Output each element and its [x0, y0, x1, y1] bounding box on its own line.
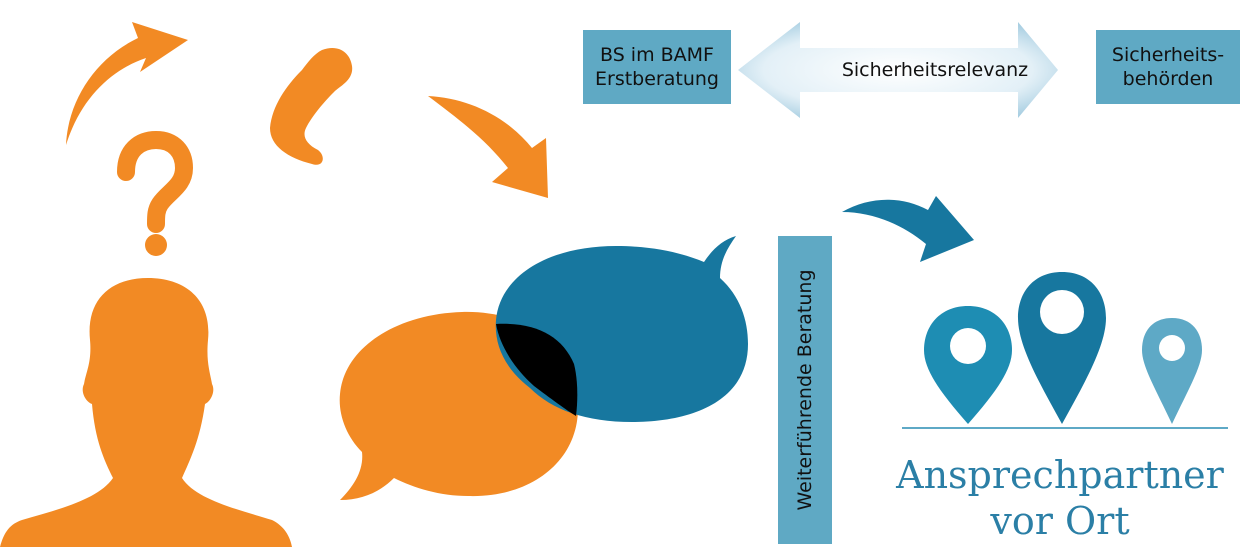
- local-contacts-title: Ansprechpartner vor Ort: [880, 452, 1240, 544]
- security-line1: Sicherheits-: [1111, 44, 1225, 66]
- curved-arrow-icon: [842, 196, 974, 262]
- security-line2: behörden: [1122, 68, 1214, 90]
- question-mark-icon: [117, 130, 194, 256]
- bamf-box: BS im BAMF Erstberatung: [583, 30, 731, 104]
- curved-arrow-icon: [66, 22, 188, 145]
- local-contacts-line1: Ansprechpartner: [896, 453, 1224, 497]
- bubble-overlap: [496, 323, 578, 416]
- map-pin-icon: [1142, 318, 1202, 424]
- security-authorities-box: Sicherheits- behörden: [1096, 30, 1240, 104]
- phone-icon: [270, 47, 353, 165]
- double-arrow-icon: [738, 22, 1058, 118]
- map-pin-icon: [1018, 272, 1106, 424]
- map-pin-icon: [924, 306, 1012, 424]
- person-silhouette-icon: [0, 278, 292, 547]
- bamf-line1: BS im BAMF: [600, 44, 714, 66]
- local-contacts-line2: vor Ort: [990, 499, 1130, 543]
- bamf-line2: Erstberatung: [595, 68, 719, 90]
- security-relevance-label: Sicherheitsrelevanz: [841, 59, 1029, 81]
- curved-arrow-icon: [428, 96, 548, 198]
- further-counseling-label: Weiterführende Beratung: [794, 269, 816, 511]
- further-counseling-bar: Weiterführende Beratung: [778, 236, 832, 544]
